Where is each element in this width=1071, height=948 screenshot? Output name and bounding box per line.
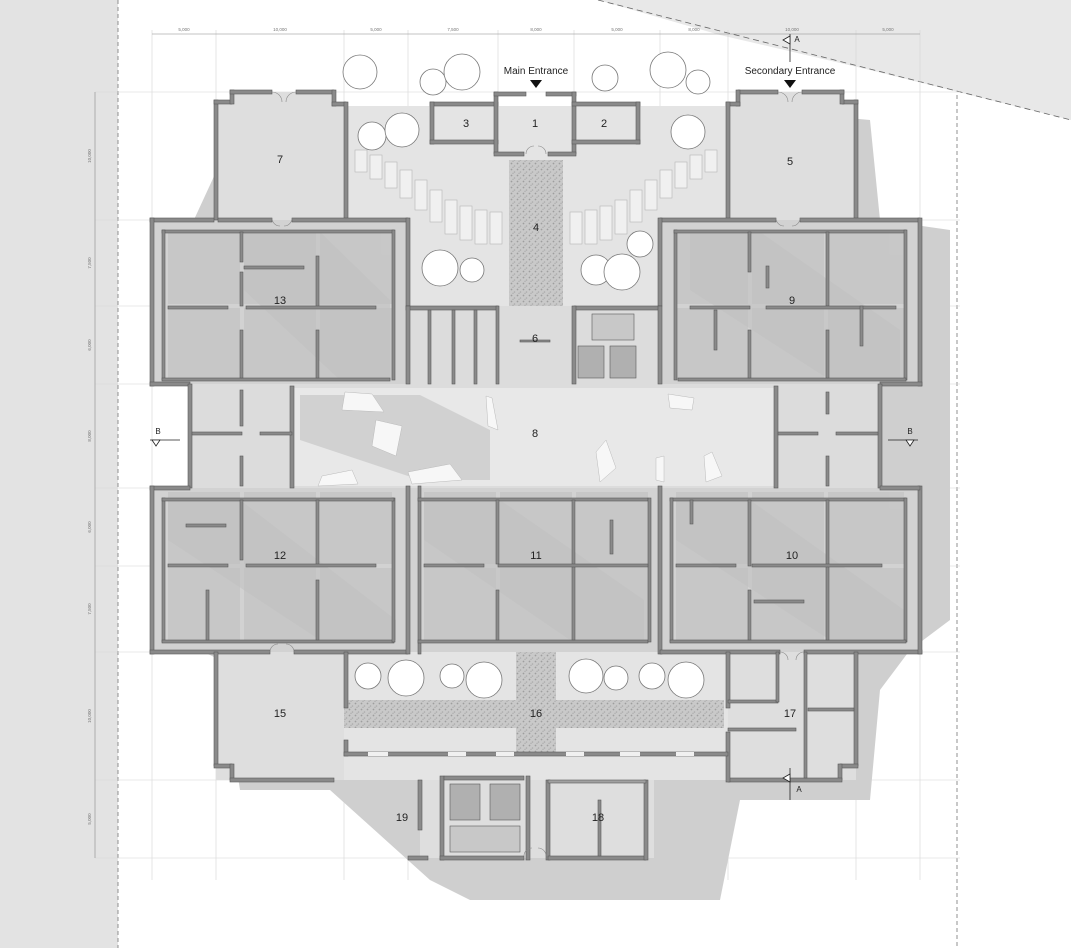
dimension-label: 6,000 [87, 521, 92, 533]
dimension-label: 10,000 [87, 149, 92, 163]
dimension-label: 10,000 [273, 27, 287, 32]
room-label-15: 15 [274, 708, 286, 720]
dimension-label: 10,000 [87, 709, 92, 723]
secondary-entrance-label: Secondary Entrance [745, 66, 836, 77]
dimension-label: 8,000 [87, 430, 92, 442]
room-label-5: 5 [787, 156, 793, 168]
room-label-9: 9 [789, 295, 795, 307]
dimension-label: 7,500 [87, 257, 92, 269]
dimension-label: 6,000 [87, 339, 92, 351]
room-label-3: 3 [463, 118, 469, 130]
courtyard-steps [354, 149, 718, 245]
room-label-16: 16 [530, 708, 542, 720]
section-a-top-arrow-icon [782, 35, 791, 45]
section-b-right-arrow-icon [905, 439, 915, 447]
dimension-label: 5,000 [611, 27, 623, 32]
section-markers: A A B B [150, 34, 918, 800]
dimension-lines [94, 33, 920, 858]
hall-openings [317, 391, 723, 487]
room-label-7: 7 [277, 154, 283, 166]
secondary-entrance-arrow-icon [784, 80, 796, 88]
room-label-11: 11 [530, 550, 541, 562]
dimension-label: 5,000 [882, 27, 894, 32]
trees [342, 51, 711, 699]
dimension-label: 7,500 [447, 27, 459, 32]
dimension-label: 5,000 [178, 27, 190, 32]
section-a-bottom-arrow-icon [782, 773, 791, 783]
doors [269, 91, 805, 857]
room-label-6: 6 [532, 333, 538, 345]
dimension-label: 10,000 [785, 27, 799, 32]
paving [344, 160, 724, 752]
room-labels: 1 2 3 4 5 6 7 8 9 10 11 12 13 15 16 17 1… [274, 118, 798, 824]
dimensions-top: 5,000 10,000 5,000 7,500 8,000 5,000 8,0… [178, 27, 894, 32]
section-b-left-arrow-icon [151, 439, 161, 447]
dimension-label: 8,000 [530, 27, 542, 32]
section-b-left-label: B [155, 427, 160, 436]
section-a-bottom-label: A [796, 785, 802, 794]
dimensions-left: 10,000 7,500 6,000 8,000 6,000 7,500 10,… [87, 149, 92, 825]
dimension-label: 8,000 [688, 27, 700, 32]
room-label-10: 10 [786, 550, 798, 562]
room-label-18: 18 [592, 812, 604, 824]
main-entrance-arrow-icon [530, 80, 542, 88]
room-label-2: 2 [601, 118, 607, 130]
dimension-label: 7,500 [87, 603, 92, 615]
section-a-top-label: A [794, 35, 800, 44]
room-label-17: 17 [784, 708, 796, 720]
room-label-8: 8 [532, 428, 538, 440]
section-b-right-label: B [907, 427, 912, 436]
entrance-markers: Main Entrance Secondary Entrance [504, 66, 836, 88]
room-label-19: 19 [396, 812, 408, 824]
room-label-1: 1 [532, 118, 538, 130]
room-label-12: 12 [274, 550, 286, 562]
main-entrance-label: Main Entrance [504, 66, 569, 77]
room-label-13: 13 [274, 295, 286, 307]
dimension-label: 5,000 [87, 813, 92, 825]
walls [149, 89, 923, 861]
dimension-label: 5,000 [370, 27, 382, 32]
room-label-4: 4 [533, 222, 539, 234]
